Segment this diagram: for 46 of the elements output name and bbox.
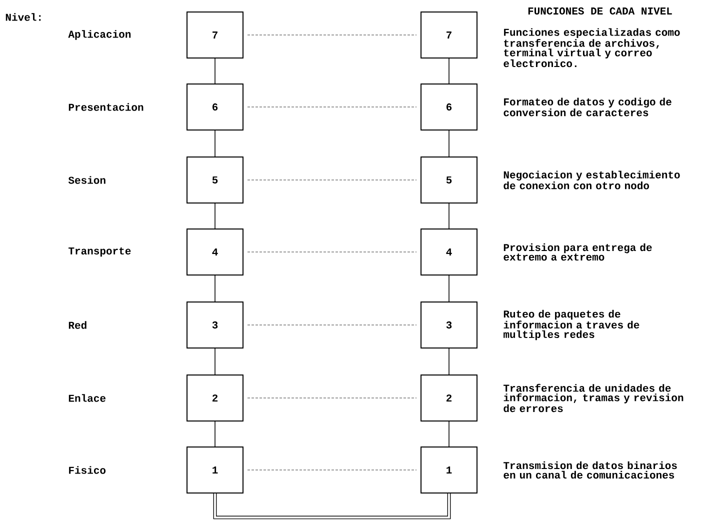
connector-line bbox=[448, 130, 450, 157]
layer-function: Transmision de datos binarios en un canal de comunicaciones bbox=[504, 461, 677, 479]
layer-name: Fisico bbox=[69, 466, 106, 474]
layer-box: 5 bbox=[420, 156, 478, 204]
dotted-line bbox=[247, 106, 417, 108]
layer-box: 7 bbox=[186, 12, 244, 58]
layer-box: 4 bbox=[420, 228, 478, 276]
layer-box: 7 bbox=[420, 12, 478, 58]
connector-line bbox=[448, 348, 450, 375]
connector-line bbox=[448, 203, 450, 229]
layer-box: 6 bbox=[420, 84, 478, 130]
layer-name: Aplicacion bbox=[68, 30, 131, 40]
double-line bbox=[213, 493, 451, 520]
dotted-line bbox=[247, 324, 417, 326]
column-heading: FUNCIONES DE CADA NIVEL bbox=[528, 7, 672, 15]
layer-box: 2 bbox=[420, 374, 478, 422]
layer-box: 5 bbox=[186, 156, 244, 204]
layer-box: 1 bbox=[420, 446, 478, 494]
connector-line bbox=[214, 275, 216, 302]
connector-line bbox=[214, 203, 216, 229]
connector-line bbox=[214, 348, 216, 375]
connector-line bbox=[214, 421, 216, 447]
layer-box: 1 bbox=[186, 446, 244, 494]
layer-name: Presentacion bbox=[68, 103, 144, 111]
connector-line bbox=[448, 58, 450, 84]
layer-box: 4 bbox=[186, 228, 244, 276]
layer-box: 3 bbox=[186, 302, 244, 348]
layer-name: Transporte bbox=[68, 247, 131, 257]
layer-box: 2 bbox=[186, 374, 244, 422]
layer-function: Funciones especializadas como transferencia de archivos, terminal virtual y correo electronico. bbox=[504, 28, 680, 68]
layer-box: 6 bbox=[186, 84, 244, 130]
layer-function: Transferencia de unidades de informacion, tramas y revision de errores bbox=[504, 384, 684, 412]
connector-line bbox=[214, 58, 216, 84]
layer-function: Ruteo de paquetes de informacion a traves de multiples redes bbox=[504, 310, 640, 340]
connector-line bbox=[448, 421, 450, 447]
layer-function: Provision para entrega de extremo a extremo bbox=[504, 243, 652, 261]
layer-name: Sesion bbox=[68, 176, 106, 184]
layer-box: 3 bbox=[420, 302, 478, 348]
connector-line bbox=[214, 130, 216, 157]
layer-name: Enlace bbox=[68, 394, 106, 402]
layer-function: Formateo de datos y codigo de conversion de caracteres bbox=[504, 98, 672, 116]
level-heading: Nivel: bbox=[6, 13, 41, 21]
dotted-line bbox=[247, 34, 417, 36]
connector-line bbox=[448, 275, 450, 302]
layer-name: Red bbox=[68, 321, 86, 329]
layer-function: Negociacion y establecimiento de conexion con otro nodo bbox=[504, 170, 680, 190]
